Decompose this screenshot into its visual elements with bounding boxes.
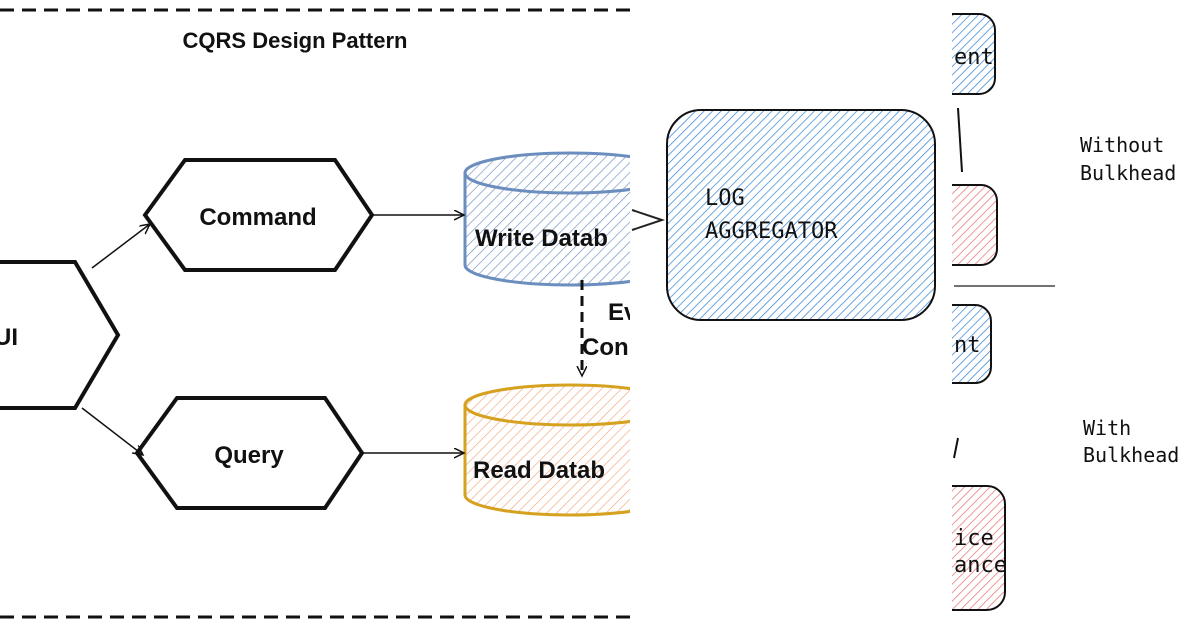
- arrow-into-log-aggregator: [631, 209, 666, 231]
- without-bulkhead-line1: Without: [1080, 133, 1164, 157]
- connector-line-top: [957, 107, 963, 173]
- cqrs-title: CQRS Design Pattern: [183, 28, 408, 53]
- query-node: Query: [134, 396, 365, 510]
- arrow-ui-to-query: [81, 407, 143, 455]
- top-red-box: [952, 184, 998, 266]
- read-database-label: Read Datab: [473, 457, 605, 484]
- log-aggregator-line1: LOG: [705, 186, 745, 211]
- query-label: Query: [214, 442, 284, 469]
- read-database: Read Datab: [463, 383, 630, 517]
- arrow-ui-to-command: [91, 224, 150, 269]
- write-database-label: Write Datab: [475, 225, 608, 252]
- middle-box-text: nt: [954, 333, 981, 358]
- command-label: Command: [199, 204, 316, 231]
- top-blue-box: [952, 13, 996, 95]
- log-aggregator-line2: AGGREGATOR: [705, 219, 838, 244]
- ui-label: UI: [0, 324, 18, 351]
- event-label-line1: Ev: [608, 299, 638, 326]
- middle-blue-box: [952, 304, 992, 384]
- cqrs-panel: CQRS Design Pattern UI Command Query Wri…: [0, 8, 638, 619]
- bottom-box-line1: ice: [954, 526, 994, 551]
- ui-node: UI: [0, 260, 121, 410]
- bulkhead-panel: ent nt ice ance Without Bulkhead With Bu…: [952, 13, 1179, 611]
- without-bulkhead-line2: Bulkhead: [1080, 161, 1176, 185]
- command-node: Command: [142, 158, 375, 272]
- top-box-text: ent: [954, 45, 994, 70]
- bottom-red-box: [952, 485, 1006, 611]
- bottom-box-line2: ance: [954, 553, 1007, 578]
- log-aggregator-box: [666, 109, 936, 321]
- connector-line-bottom: [953, 437, 959, 459]
- with-bulkhead-line1: With: [1083, 416, 1131, 440]
- with-bulkhead-line2: Bulkhead: [1083, 443, 1179, 467]
- log-aggregator-panel: LOG AGGREGATOR: [666, 109, 936, 321]
- write-database: Write Datab: [463, 151, 630, 287]
- event-label-line2: Con: [582, 334, 629, 361]
